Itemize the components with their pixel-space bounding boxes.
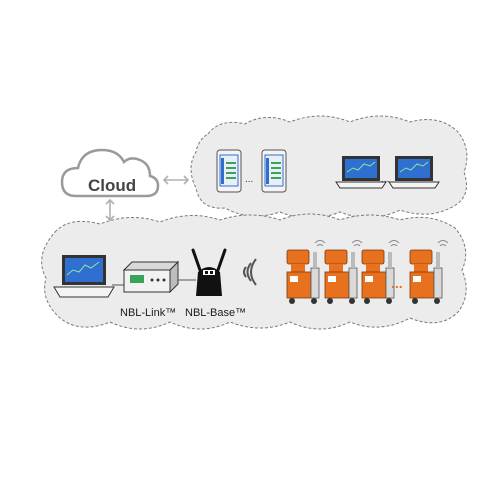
router-icon	[191, 248, 227, 296]
cloud-label: Cloud	[88, 176, 137, 195]
instrument-unit-icon	[409, 249, 443, 304]
ellipsis-laptops: ...	[381, 174, 389, 185]
laptop-icon	[335, 156, 387, 189]
ellipsis-phones: ...	[245, 174, 253, 185]
phone-icon	[216, 149, 242, 193]
bottom-panel	[41, 213, 467, 330]
instrument-unit-icon	[324, 249, 358, 304]
instrument-unit-icon	[361, 249, 395, 304]
laptop-icon	[53, 255, 115, 298]
wireless-icon	[314, 240, 449, 247]
link-box-icon	[122, 260, 180, 294]
phone-icon	[261, 149, 287, 193]
top-panel	[190, 115, 468, 219]
instrument-unit-icon	[286, 249, 320, 304]
laptop-icon	[388, 156, 440, 189]
nbl-base-label: NBL-Base™	[185, 307, 247, 319]
cloud-icon	[60, 148, 160, 198]
nbl-link-label: NBL-Link™	[120, 307, 177, 319]
wireless-icon	[243, 258, 257, 286]
ellipsis-units: ...	[391, 275, 403, 291]
sync-arrow-icon	[105, 175, 190, 222]
